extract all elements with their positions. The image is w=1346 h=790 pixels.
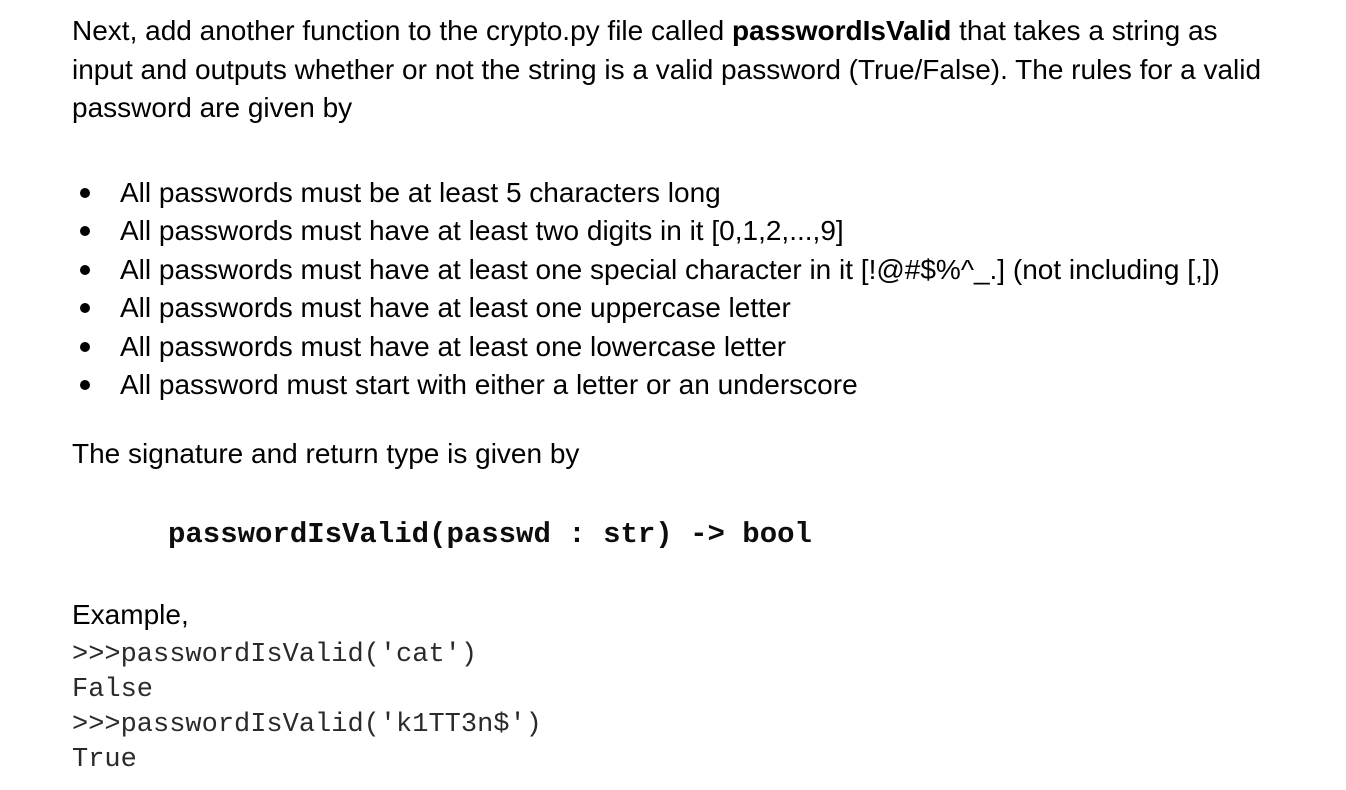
- function-signature-code: passwordIsValid(passwd : str) -> bool: [168, 517, 812, 551]
- rule-item: All password must start with either a le…: [72, 366, 1326, 405]
- signature-caption: The signature and return type is given b…: [72, 438, 580, 470]
- rule-item: All passwords must be at least 5 charact…: [72, 174, 1326, 213]
- intro-line-2: input and outputs whether or not the str…: [72, 53, 1262, 85]
- rule-item: All passwords must have at least two dig…: [72, 212, 1326, 251]
- example-code-block: >>>passwordIsValid('cat') False >>>passw…: [72, 638, 1326, 778]
- rule-text: All passwords must have at least one low…: [120, 330, 787, 362]
- rule-text: All passwords must have at least two dig…: [120, 215, 844, 247]
- rule-text: All passwords must have at least one upp…: [120, 292, 791, 324]
- example-label: Example,: [72, 598, 189, 630]
- repl-input-line: >>>passwordIsValid('cat'): [72, 640, 478, 671]
- rule-item: All passwords must have at least one low…: [72, 328, 1326, 367]
- intro-line-1-pre: Next, add another function to the crypto…: [72, 15, 732, 46]
- repl-input-line: >>>passwordIsValid('k1TT3n$'): [72, 710, 542, 741]
- intro-line-1: Next, add another function to the crypto…: [72, 12, 1326, 51]
- repl-output-line: True: [72, 745, 137, 776]
- password-rules-list: All passwords must be at least 5 charact…: [72, 174, 1326, 406]
- rule-text: All password must start with either a le…: [120, 369, 858, 401]
- bullet-icon: [80, 187, 90, 198]
- bullet-icon: [80, 226, 90, 237]
- intro-paragraph: Next, add another function to the crypto…: [72, 12, 1326, 128]
- function-name-bold: passwordIsValid: [731, 15, 952, 46]
- intro-line-3: password are given by: [72, 92, 353, 123]
- intro-line-1-post: that takes a string as: [951, 15, 1218, 46]
- bullet-icon: [80, 264, 90, 275]
- bullet-icon: [80, 341, 90, 352]
- rule-text: All passwords must have at least one spe…: [120, 253, 1220, 285]
- rule-text: All passwords must be at least 5 charact…: [120, 176, 721, 208]
- repl-output-line: False: [72, 675, 154, 706]
- bullet-icon: [80, 380, 90, 391]
- rule-item: All passwords must have at least one spe…: [72, 251, 1326, 290]
- rule-item: All passwords must have at least one upp…: [72, 289, 1326, 328]
- bullet-icon: [80, 303, 90, 314]
